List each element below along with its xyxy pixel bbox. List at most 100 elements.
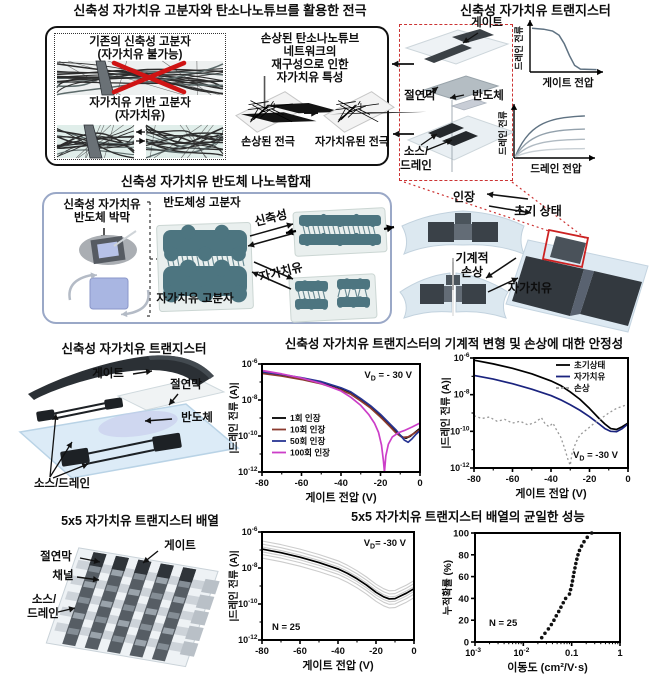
svg-text:게이트 전압 (V): 게이트 전압 (V)	[302, 658, 374, 672]
svg-text:10-10: 10-10	[238, 430, 258, 441]
svg-text:|드레인 전류 (A)|: |드레인 전류 (A)|	[439, 377, 452, 448]
svg-text:-60: -60	[295, 478, 309, 489]
film-bracket	[144, 201, 157, 317]
electrode-panel-box	[45, 26, 389, 166]
damaged-electrode-label: 손상된 전극	[241, 136, 295, 148]
svg-text:-40: -40	[331, 646, 345, 657]
composite-panel-box	[42, 192, 392, 324]
spin-coating-illustration	[68, 272, 150, 318]
svg-text:10-12: 10-12	[238, 634, 258, 645]
film-label-2: 반도체 박막	[73, 212, 131, 224]
svg-text:-40: -40	[334, 478, 348, 489]
cnt-healing-text-2: 네트워크의	[283, 46, 337, 58]
svg-text:|드레인 전류 (A)|: |드레인 전류 (A)|	[227, 382, 240, 453]
svg-text:-20: -20	[583, 474, 597, 485]
damaged-electrode-illustration	[235, 76, 342, 133]
array-source-label-1: 소스/	[31, 594, 57, 606]
healed-split-blob	[288, 273, 378, 323]
svg-text:10-8: 10-8	[242, 562, 258, 573]
svg-text:-80: -80	[255, 478, 269, 489]
source-drain-label-2: 드레인	[400, 160, 432, 172]
svg-text:1회 인장: 1회 인장	[290, 413, 321, 423]
svg-text:10회 인장: 10회 인장	[290, 425, 325, 435]
gate-label: 게이트	[471, 17, 503, 29]
svg-text:초기상태: 초기상태	[574, 360, 605, 370]
transistor-label-arrows	[420, 32, 479, 151]
bottom-device-title: 신축성 자가치유 트랜지스터	[61, 342, 207, 356]
chart-stretch_stability: -80 -60 -40 -20 0 10-6 10-8 10-10 10-12 게이트 전압 (V…	[227, 358, 423, 504]
svg-text:10-3: 10-3	[465, 647, 481, 658]
svg-text:80: 80	[458, 550, 469, 561]
svg-text:10-10: 10-10	[450, 425, 470, 436]
svg-text:드레인 전류: 드레인 전류	[513, 26, 524, 70]
svg-text:자가치유: 자가치유	[574, 372, 605, 382]
source-drain-label-1: 소스/	[403, 146, 429, 158]
electrode-panel-title: 신축성 자가치유 고분자와 탄소나노튜브를 활용한 전극	[73, 3, 367, 18]
stretched-device	[401, 210, 525, 255]
svg-text:0: 0	[411, 646, 416, 657]
svg-text:1: 1	[617, 648, 623, 659]
electrode-heal-arrow	[304, 109, 318, 117]
svg-text:게이트 전압 (V): 게이트 전압 (V)	[305, 490, 377, 504]
array-gate-label: 게이트	[164, 540, 196, 552]
svg-text:0.1: 0.1	[565, 648, 579, 659]
svg-text:10-8: 10-8	[242, 394, 258, 405]
stretching-label: 인장	[452, 190, 476, 204]
insulator-label: 절연막	[404, 90, 436, 102]
electrode-panel-inner-box	[54, 33, 226, 160]
zoom-connector-lines	[403, 181, 586, 239]
svg-text:누적확률 (%): 누적확률 (%)	[441, 560, 454, 615]
cnt-healing-text-1: 손상된 탄소나노튜브	[260, 33, 360, 45]
transistor-zoom-box	[399, 24, 513, 181]
svg-text:-60: -60	[293, 646, 307, 657]
svg-text:VD= -30 V: VD= -30 V	[364, 538, 407, 551]
semiconductor-label: 반도체	[472, 90, 504, 102]
damaged-device	[399, 258, 509, 319]
existing-polymer-sublabel: (자가치유 불가능)	[97, 49, 183, 61]
healed-electrode-label: 자가치유된 전극	[315, 136, 389, 148]
mech-damage-label-2: 손상	[460, 265, 484, 279]
film-label-1: 신축성 자가치유	[63, 199, 141, 211]
healing-polymer-sublabel: (자가치유)	[115, 110, 165, 122]
svg-text:10-12: 10-12	[238, 466, 258, 477]
nanocomposite-blob	[156, 221, 254, 313]
svg-text:10-6: 10-6	[454, 352, 470, 363]
stretched-blob	[285, 207, 395, 257]
svg-text:20: 20	[458, 616, 469, 627]
svg-text:-60: -60	[506, 474, 520, 485]
svg-text:N = 25: N = 25	[489, 618, 518, 629]
array-label-arrows	[57, 550, 159, 613]
svg-text:-20: -20	[374, 478, 388, 489]
mech-damage-label-1: 기계적	[455, 251, 489, 265]
stability-charts-title: 신축성 자가치유 트랜지스터의 기계적 변형 및 손상에 대한 안정성	[284, 337, 624, 351]
initial-state-label: 초기 상태	[514, 204, 562, 218]
svg-text:0: 0	[417, 478, 422, 489]
array-illustration	[45, 547, 220, 668]
transistor-panel-title: 신축성 자가치유 트랜지스터	[460, 3, 611, 18]
svg-text:10-6: 10-6	[242, 358, 258, 369]
healing-polymer-label-2: 자가치유 고분자	[156, 293, 234, 305]
healing-arrows	[136, 128, 145, 145]
svg-text:|드레인 전류 (A)|: |드레인 전류 (A)|	[227, 550, 240, 621]
semiconductor-film-chip	[79, 230, 137, 265]
svg-text:VD = - 30 V: VD = - 30 V	[364, 370, 412, 383]
svg-text:100회 인장: 100회 인장	[290, 448, 330, 458]
svg-text:드레인 전류: 드레인 전류	[497, 111, 508, 155]
composite-transform-arrows	[247, 222, 294, 290]
svg-text:손상: 손상	[574, 383, 590, 393]
cnt-healing-text-4: 자가치유 특성	[276, 72, 344, 84]
healing-polymer-label: 자가치유 기반 고분자	[89, 97, 191, 109]
svg-text:40: 40	[458, 594, 469, 605]
network-damaged-conventional	[56, 60, 224, 96]
svg-text:10-10: 10-10	[238, 598, 258, 609]
existing-polymer-label: 기존의 신축성 고분자	[89, 36, 191, 48]
svg-text:VD = -30 V: VD = -30 V	[573, 450, 619, 463]
device-state-arrows	[485, 191, 532, 293]
array-source-label-2: 드레인	[27, 608, 59, 620]
network-selfheal-damaged	[56, 124, 135, 159]
svg-text:50회 인장: 50회 인장	[290, 436, 325, 446]
